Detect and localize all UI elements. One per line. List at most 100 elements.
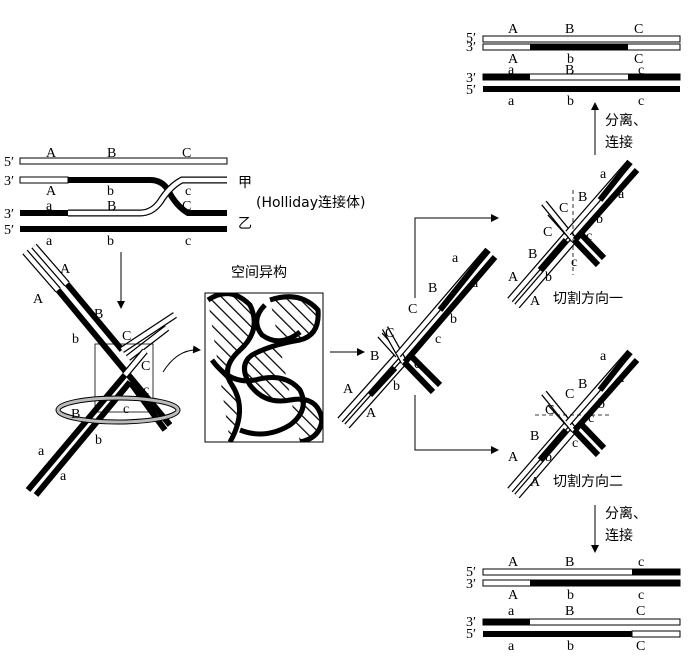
holliday-junction-panel: 5′ 3′ 3′ 5′ A B C A b c a B C a b c 甲 乙 … [4,146,365,249]
label-a: a [472,276,479,291]
isomer-box [204,292,324,443]
label-C: C [122,329,131,344]
label-c: c [435,332,441,347]
label-c: c [638,63,644,78]
label-b: b [567,639,574,654]
label-b: b [598,397,605,412]
label-B: B [71,407,80,422]
label-B: B [107,199,116,214]
x-structure-left: A A B b C C c B c b a a [22,243,181,497]
label-b: b [567,52,574,67]
label-b: b [95,433,102,448]
arrow-to-cut-two-icon [414,395,499,454]
label-a: a [508,94,515,109]
cut-direction-two: 切割方向二 [553,473,623,490]
label-b: b [567,588,574,603]
label-A: A [530,294,541,309]
label-b: b [72,332,79,347]
result-strands-top: 5′ 3′ 3′ 5′ A B C A b C a B c a b c [466,22,681,109]
x-structure-cut-two: a a B b C C c B c A b A 切割方向二 [507,349,640,499]
separate-label: 分离、 [605,505,647,522]
label-C: C [636,639,645,654]
label-b: b [567,94,574,109]
label-C: C [543,225,552,240]
label-B: B [565,63,574,78]
five-prime-marker: 5′ [466,83,476,98]
label-c: c [123,402,129,417]
label-B: B [107,146,116,161]
three-prime-marker: 3′ [466,71,476,86]
label-a: a [618,371,625,386]
three-prime-marker: 3′ [4,207,14,222]
box-outline [94,343,154,413]
label-c: c [185,184,191,199]
label-c: c [143,383,149,398]
label-c: c [185,234,191,249]
label-c: c [414,357,420,372]
label-C: C [385,326,394,341]
label-A: A [60,262,71,277]
label-a: a [60,469,67,484]
label-a: a [46,199,53,214]
strand-second-white-left [19,176,69,184]
strand-third-black-left [20,210,68,216]
label-a: a [508,604,515,619]
label-b: b [107,234,114,249]
label-B: B [428,281,437,296]
label-B: B [528,247,537,262]
label-A: A [508,588,519,603]
label-C: C [565,387,574,402]
label-b: b [107,184,114,199]
label-C: C [559,201,568,216]
five-prime-marker: 5′ [466,565,476,580]
label-a: a [600,349,607,364]
label-a: a [508,639,515,654]
cut-direction-one: 切割方向一 [553,290,623,307]
label-C: C [182,199,191,214]
isomer-caption: 空间异构 [231,265,287,281]
label-C: C [634,52,643,67]
duplex-label-yi: 乙 [238,216,252,232]
connect-label: 连接 [605,134,633,151]
label-A: A [530,475,541,490]
separate-label: 分离、 [605,112,647,129]
strand-third-white-cross [68,176,227,217]
label-C: C [545,403,554,418]
label-A: A [508,555,519,570]
label-c: c [572,436,578,451]
strand-bottom-black [20,226,227,232]
three-prime-marker: 3′ [466,577,476,592]
duplex-label-jia: 甲 [238,175,252,191]
five-prime-marker: 5′ [466,31,476,46]
three-prime-marker: 3′ [4,174,14,189]
label-B: B [565,22,574,37]
three-prime-marker: 3′ [466,40,476,55]
label-C: C [634,22,643,37]
label-b: b [393,379,400,394]
label-a: a [618,187,625,202]
label-b: b [450,312,457,327]
label-A: A [46,146,57,161]
label-B: B [578,190,587,205]
label-C: C [182,146,191,161]
label-A: A [508,450,519,465]
label-b: b [545,450,552,465]
label-b: b [545,270,552,285]
label-c: c [638,555,644,570]
label-a: a [600,167,607,182]
five-prime-marker: 5′ [466,627,476,642]
label-A: A [343,382,354,397]
label-A: A [508,22,519,37]
label-A: A [508,270,519,285]
label-A: A [33,292,44,307]
result-strands-bottom: 5′ 3′ 3′ 5′ A B c A b c a B C a b C [466,555,681,654]
label-a: a [508,63,515,78]
label-B: B [565,604,574,619]
label-A: A [46,184,57,199]
label-C: C [141,359,150,374]
strand-top-white [19,157,228,165]
label-B: B [578,377,587,392]
x-structure-center: a a B b C C c B c A b A [337,247,498,429]
label-B: B [94,307,103,322]
